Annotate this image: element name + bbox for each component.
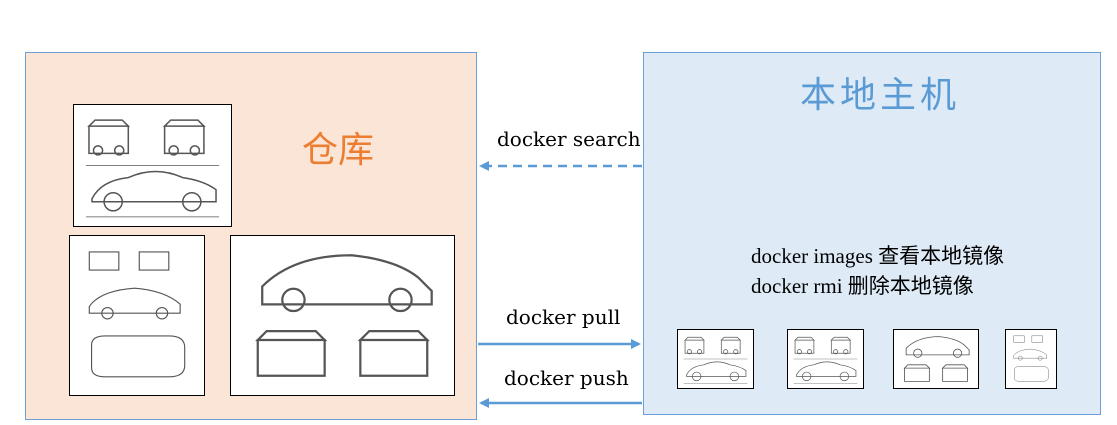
repo-image-car-3: [230, 235, 455, 396]
repo-image-car-2: [69, 235, 205, 396]
docker-push-label: docker push: [504, 366, 629, 390]
docker-images-label: docker images 查看本地镜像: [751, 244, 1005, 268]
local-host-title: 本地主机: [800, 75, 961, 116]
repo-image-car-1: [73, 104, 232, 227]
local-image-car-2: [787, 329, 864, 389]
repository-title: 仓库: [302, 130, 375, 171]
local-image-car-4: [1005, 329, 1057, 389]
local-image-car-3: [893, 329, 979, 389]
docker-pull-label: docker pull: [506, 305, 621, 329]
docker-search-label: docker search: [497, 127, 641, 151]
docker-rmi-label: docker rmi 删除本地镜像: [751, 274, 974, 298]
local-image-car-1: [677, 329, 754, 389]
